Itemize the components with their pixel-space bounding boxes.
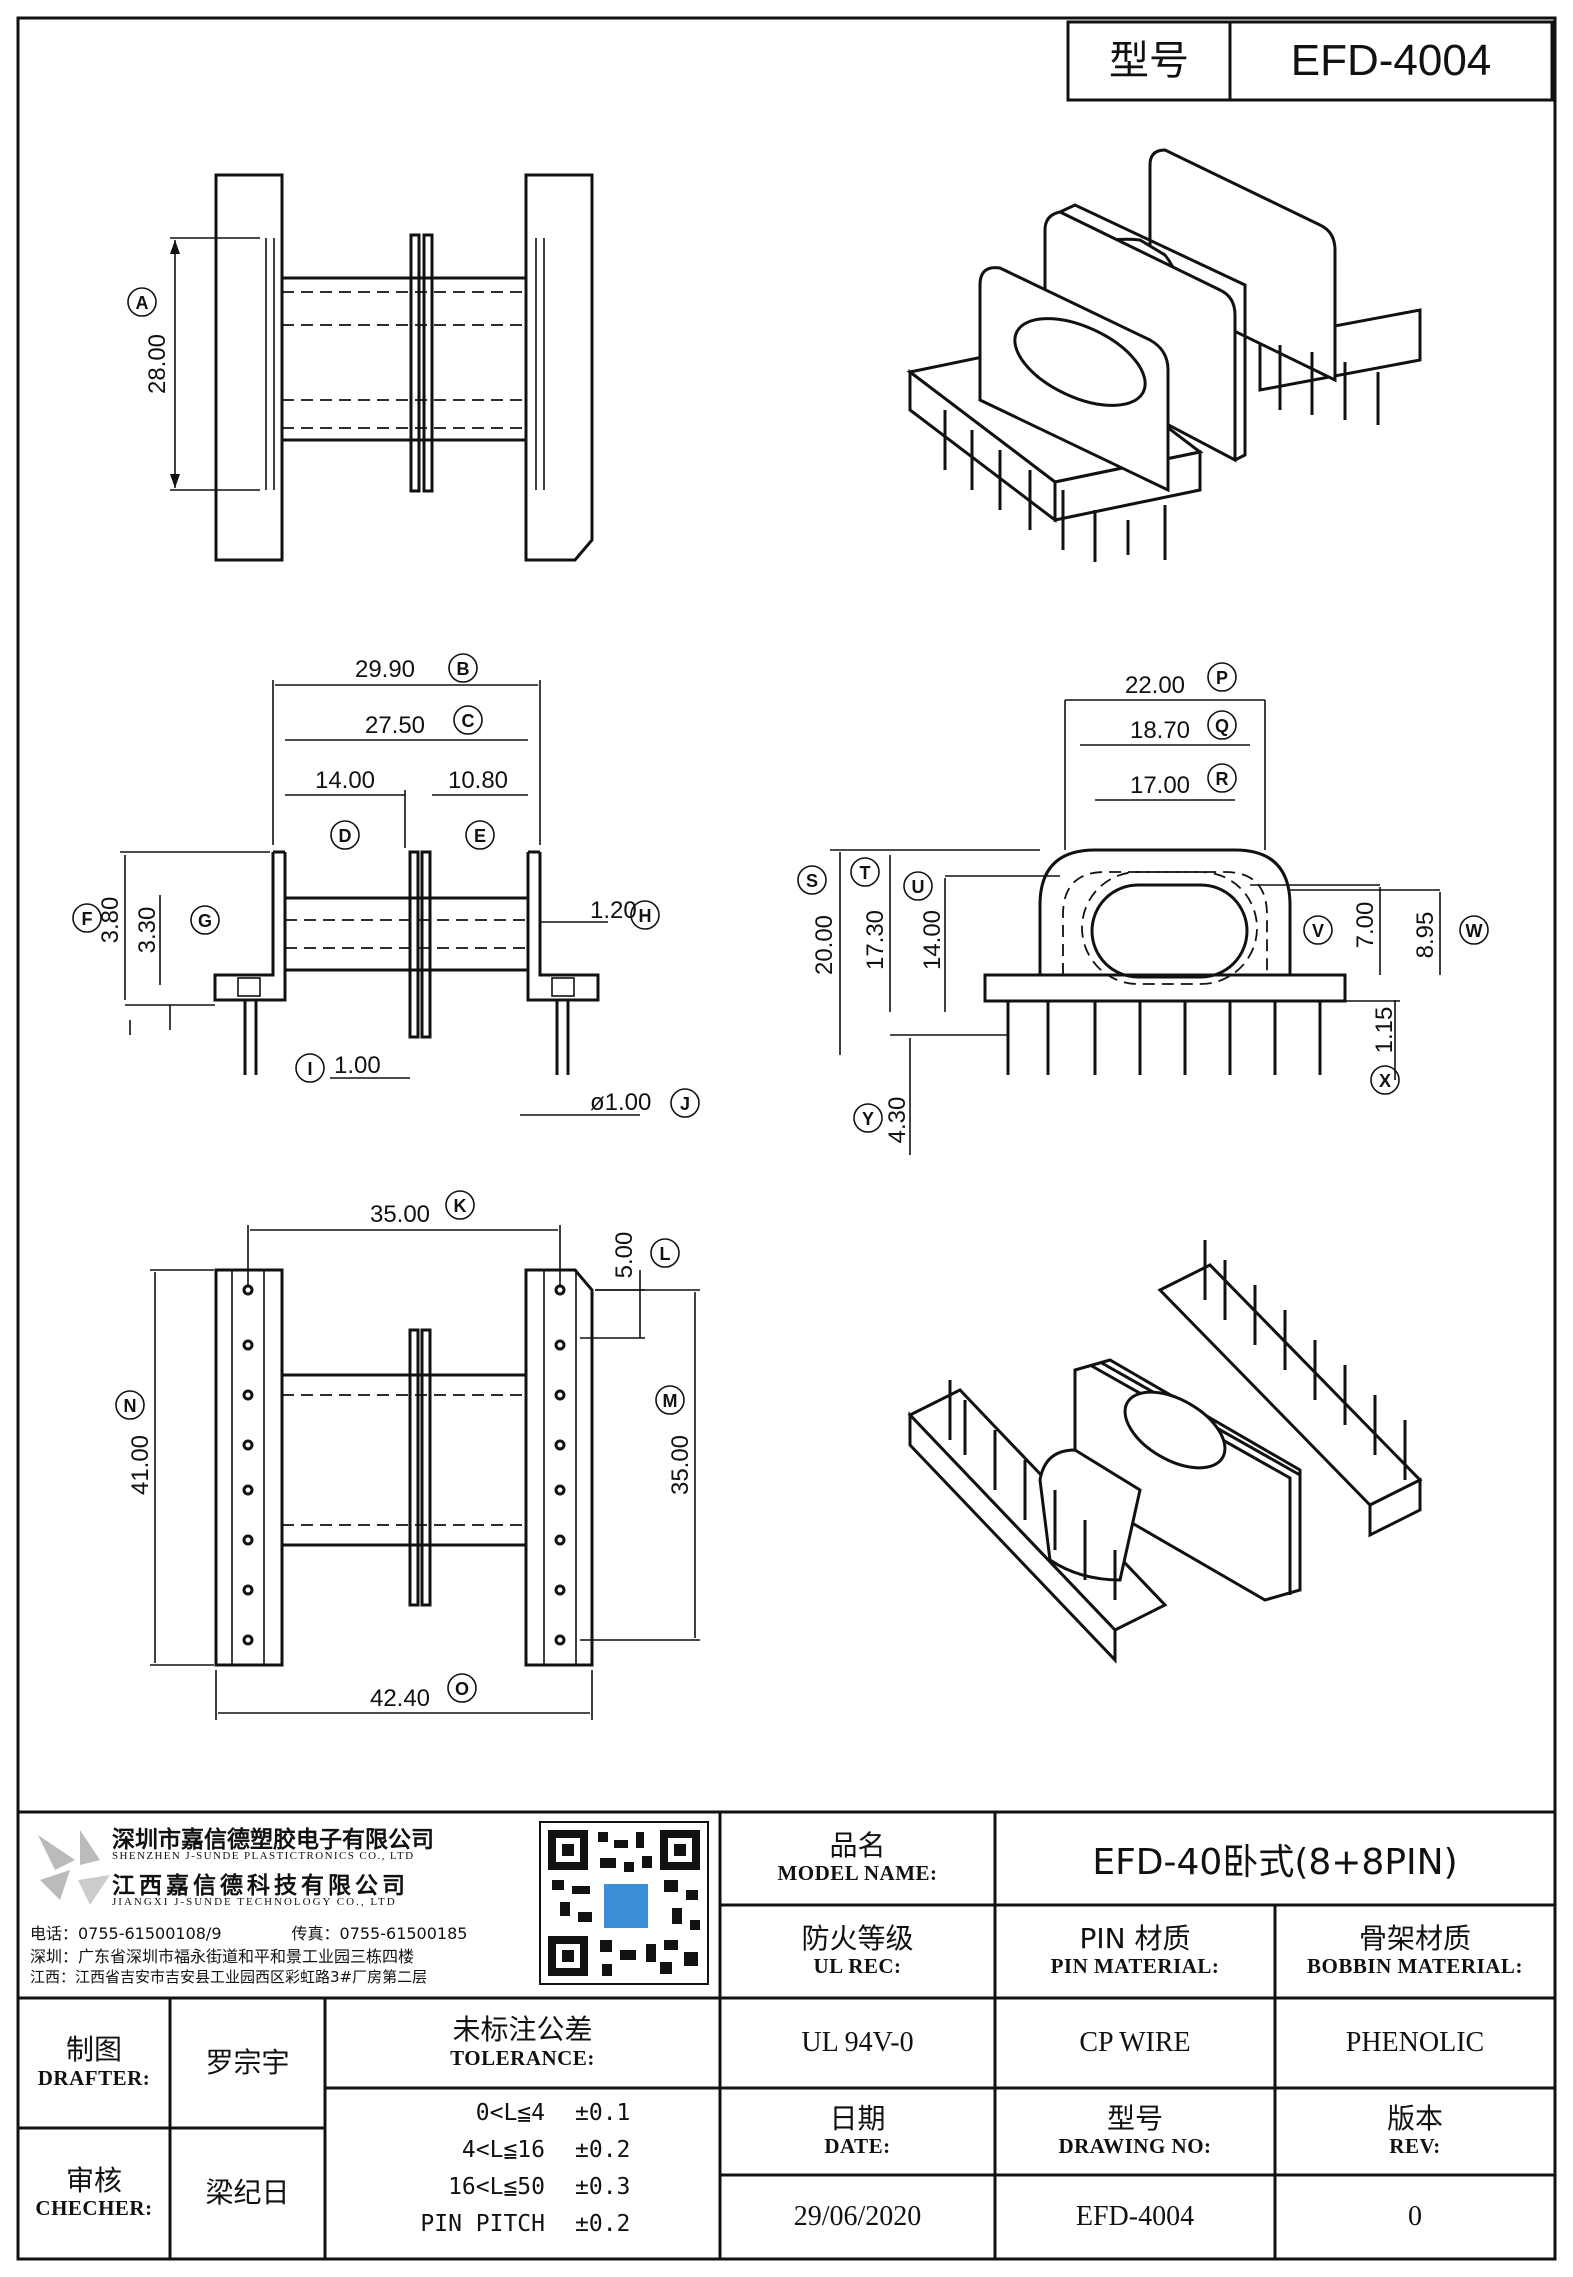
header-model-label-text: 型号: [1109, 38, 1189, 84]
svg-text:M: M: [663, 1391, 678, 1411]
checker-label: 审核 CHECHER:: [35, 2163, 153, 2221]
svg-text:10.80: 10.80: [448, 767, 508, 794]
svg-text:29.90: 29.90: [355, 656, 415, 683]
drawing-no-label: 型号 DRAWING NO:: [1058, 2101, 1212, 2159]
company-name-jiangxi: 江西嘉信德科技有限公司: [112, 1873, 409, 1899]
svg-text:7.00: 7.00: [1352, 902, 1379, 949]
model-name-label: 品名 MODEL NAME:: [777, 1828, 938, 1886]
svg-text:35.00: 35.00: [667, 1435, 694, 1495]
front-view-drawing: 29.90 B 27.50 C 14.00 D 10.80 E 3.80 F 3…: [72, 653, 700, 1118]
svg-text:F: F: [82, 909, 93, 929]
svg-text:O: O: [455, 1679, 469, 1699]
svg-text:22.00: 22.00: [1125, 672, 1185, 699]
svg-text:1.15: 1.15: [1371, 1007, 1398, 1054]
company-en-jiangxi: JIANGXI J-SUNDE TECHNOLOGY CO., LTD: [112, 1896, 397, 1908]
svg-text:U: U: [912, 877, 925, 897]
rev-label: 版本 REV:: [1386, 2101, 1443, 2159]
svg-text:E: E: [474, 826, 486, 846]
sheet-border: [16, 16, 1557, 2261]
company-address-shenzhen: 深圳：广东省深圳市福永街道和平和景工业园三栋四楼: [30, 1947, 415, 1966]
svg-text:B: B: [457, 659, 470, 679]
header-model-value: EFD-4004: [1230, 22, 1552, 100]
header-box: [1066, 20, 1554, 102]
side-view-drawing: 22.00 P 18.70 Q 17.00 R 20.00 S 17.30 T …: [797, 662, 1489, 1155]
svg-text:K: K: [454, 1196, 467, 1216]
drafter-label: 制图 DRAFTER:: [37, 2033, 151, 2090]
checker-name: 梁纪日: [205, 2176, 290, 2210]
svg-text:20.00: 20.00: [811, 915, 838, 975]
model-name-value: EFD-40卧式(8+8PIN): [1092, 1841, 1458, 1883]
svg-text:R: R: [1216, 769, 1229, 789]
svg-text:1.20: 1.20: [590, 897, 637, 924]
pin-material-value: CP WIRE: [1079, 2027, 1191, 2058]
company-address-jiangxi: 江西：江西省吉安市吉安县工业园西区彩虹路3#厂房第二层: [30, 1968, 428, 1986]
svg-text:3.30: 3.30: [134, 907, 161, 954]
svg-text:L: L: [660, 1244, 671, 1264]
tolerance-row-1: 0<L≦4±0.1: [475, 2100, 631, 2126]
svg-text:14.00: 14.00: [315, 767, 375, 794]
company-name-shenzhen: 深圳市嘉信德塑胶电子有限公司: [112, 1827, 434, 1853]
company-en-shenzhen: SHENZHEN J-SUNDE PLASTICTRONICS CO., LTD: [112, 1850, 415, 1862]
bobbin-material-value: PHENOLIC: [1345, 2027, 1485, 2058]
title-block-grid: [18, 1810, 1555, 2259]
svg-text:P: P: [1216, 668, 1228, 688]
svg-text:Y: Y: [862, 1109, 874, 1129]
svg-text:18.70: 18.70: [1130, 717, 1190, 744]
svg-text:27.50: 27.50: [365, 712, 425, 739]
isometric-bottom-drawing: [907, 1240, 1423, 1664]
tolerance-label: 未标注公差 TOLERANCE:: [450, 2013, 595, 2070]
svg-text:V: V: [1312, 921, 1324, 941]
header-model-label: 型号: [1068, 22, 1230, 100]
pin-material-label: PIN 材质 PIN MATERIAL:: [1050, 1921, 1220, 1979]
svg-text:H: H: [639, 906, 652, 926]
svg-text:S: S: [806, 871, 818, 891]
svg-text:T: T: [860, 863, 871, 883]
svg-text:N: N: [124, 1396, 137, 1416]
svg-text:17.00: 17.00: [1130, 772, 1190, 799]
tolerance-row-4: PIN PITCH±0.2: [420, 2211, 631, 2237]
svg-text:14.00: 14.00: [919, 910, 946, 970]
drawing-no-value: EFD-4004: [1075, 2201, 1195, 2232]
rev-value: 0: [1408, 2201, 1422, 2232]
svg-text:A: A: [136, 293, 149, 313]
svg-text:8.95: 8.95: [1412, 912, 1439, 959]
ul-rec-value: UL 94V-0: [801, 2027, 914, 2058]
svg-text:J: J: [680, 1094, 690, 1114]
svg-text:G: G: [198, 911, 212, 931]
tolerance-row-2: 4<L≦16±0.2: [461, 2137, 631, 2163]
svg-text:1.00: 1.00: [334, 1052, 381, 1079]
date-label: 日期 DATE:: [824, 2101, 891, 2159]
svg-text:C: C: [462, 711, 475, 731]
svg-text:X: X: [1379, 1071, 1391, 1091]
svg-text:Q: Q: [1215, 716, 1229, 736]
svg-text:5.00: 5.00: [611, 1232, 638, 1279]
bobbin-material-label: 骨架材质 BOBBIN MATERIAL:: [1307, 1921, 1523, 1979]
drafter-name: 罗宗宇: [205, 2045, 290, 2079]
svg-text:I: I: [307, 1059, 312, 1079]
svg-text:42.40: 42.40: [370, 1685, 430, 1712]
svg-text:41.00: 41.00: [127, 1435, 154, 1495]
date-value: 29/06/2020: [793, 2201, 922, 2232]
ul-rec-label: 防火等级 UL REC:: [801, 1921, 914, 1979]
svg-text:W: W: [1466, 921, 1483, 941]
svg-text:4.30: 4.30: [884, 1097, 911, 1144]
header-model-value-text: EFD-4004: [1290, 36, 1492, 85]
dim-a-text: 28.00: [144, 334, 171, 394]
isometric-top-drawing: [906, 148, 1422, 562]
top-view-drawing: 28.00 A: [127, 173, 594, 562]
tolerance-row-3: 16<L≦50±0.3: [448, 2174, 631, 2200]
bottom-view-drawing: 35.00 K 41.00 N 5.00 L 35.00 M 42.40 O: [115, 1190, 700, 1720]
svg-text:D: D: [339, 826, 352, 846]
svg-text:35.00: 35.00: [370, 1201, 430, 1228]
svg-text:ø1.00: ø1.00: [590, 1089, 651, 1116]
svg-text:17.30: 17.30: [862, 910, 889, 970]
